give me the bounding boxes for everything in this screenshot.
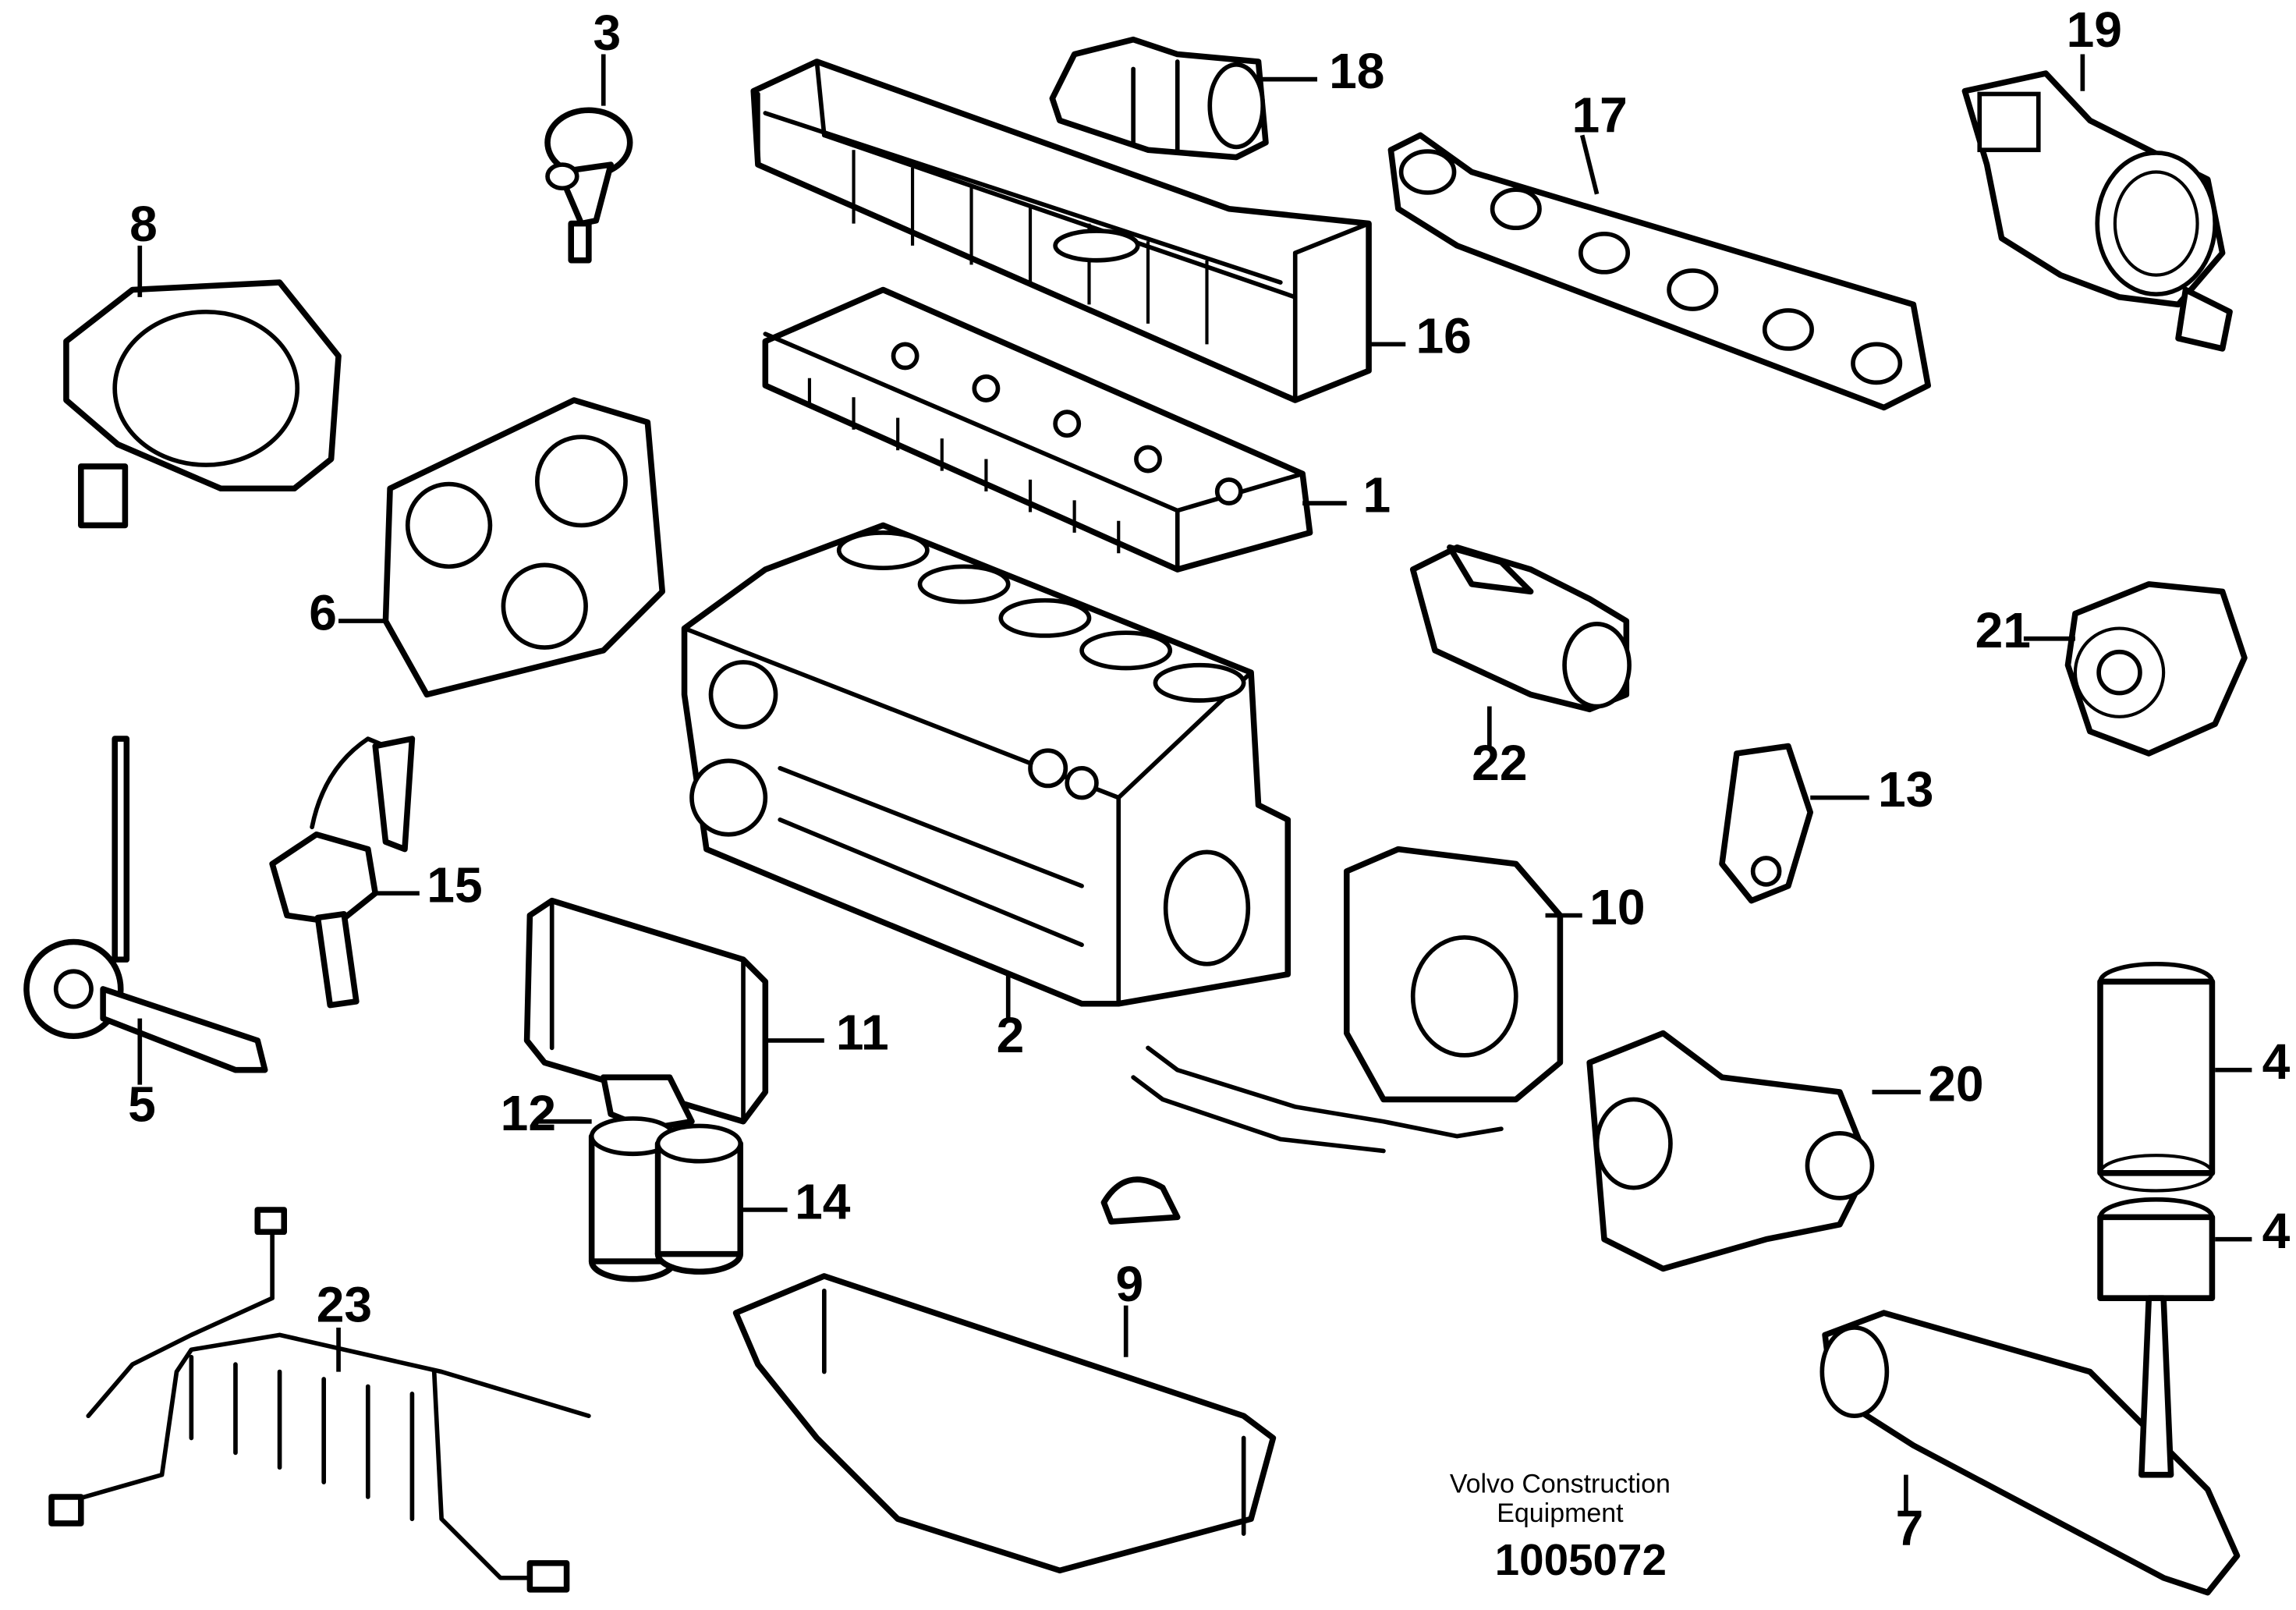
part-21-alternator <box>2064 581 2248 757</box>
callout-7: 7 <box>1896 1500 1924 1556</box>
callout-14: 14 <box>795 1173 851 1229</box>
part-15-unit-injector <box>269 736 416 1009</box>
callout-3: 3 <box>593 5 622 61</box>
part-1-cylinder-head <box>762 286 1313 573</box>
callout-12: 12 <box>501 1085 556 1141</box>
callout-labels: 1 2 3 4 4 5 6 7 8 9 10 11 12 13 14 15 16… <box>128 2 2290 1556</box>
part-23-wiring-harness <box>48 1207 591 1593</box>
part-10-housing <box>1343 846 1564 1103</box>
callout-6: 6 <box>309 584 337 640</box>
callout-22: 22 <box>1472 735 1527 791</box>
callout-2: 2 <box>997 1007 1025 1063</box>
part-6-timing-cover <box>382 397 666 698</box>
callout-13: 13 <box>1878 761 1933 817</box>
part-22-starter-motor <box>1409 544 1632 713</box>
callout-23: 23 <box>317 1276 372 1332</box>
part-oil-pickup-tube <box>1100 1045 1504 1225</box>
part-16-valve-cover <box>750 59 1372 403</box>
callout-8: 8 <box>129 196 158 252</box>
publisher-footer: Volvo Construction Equipment 1005072 <box>1450 1469 1671 1584</box>
callout-20: 20 <box>1928 1055 1983 1112</box>
callout-10: 10 <box>1589 879 1645 935</box>
part-2-engine-block <box>681 522 1292 1007</box>
callout-1: 1 <box>1363 466 1391 523</box>
part-20-water-pump <box>1586 1030 1875 1272</box>
publisher-name-line1: Volvo Construction <box>1450 1469 1671 1498</box>
part-11-oil-cooler <box>523 897 769 1132</box>
callout-5: 5 <box>128 1076 156 1133</box>
callout-9: 9 <box>1115 1256 1143 1312</box>
callout-19: 19 <box>2067 2 2122 58</box>
callout-11: 11 <box>836 1004 889 1060</box>
publisher-name-line2: Equipment <box>1497 1498 1624 1528</box>
document-number: 1005072 <box>1495 1535 1667 1584</box>
part-14-oil-filter <box>654 1123 744 1275</box>
part-5-camshaft <box>23 736 268 1073</box>
part-7-crankshaft <box>1819 1295 2241 1596</box>
callout-15: 15 <box>427 857 482 913</box>
callout-21: 21 <box>1975 602 2031 658</box>
part-12-oil-filter <box>588 1116 678 1282</box>
part-17-exhaust-manifold <box>1387 132 1931 411</box>
leader-lines <box>137 54 2252 1512</box>
part-13-bracket <box>1719 743 1814 904</box>
callout-18: 18 <box>1329 43 1384 99</box>
part-8-flywheel-housing <box>63 279 342 529</box>
callout-4-liner: 4 <box>2262 1034 2291 1090</box>
callout-4-piston: 4 <box>2262 1203 2291 1259</box>
callout-16: 16 <box>1416 308 1471 364</box>
part-3-sensor <box>544 107 633 264</box>
callout-17: 17 <box>1572 87 1628 144</box>
part-4-cylinder-liner <box>2097 961 2216 1193</box>
part-4-piston <box>2097 1197 2216 1301</box>
part-19-turbocharger <box>1961 70 2233 352</box>
part-9-oil-pan <box>732 1273 1277 1574</box>
part-18-thermostat-housing <box>1049 36 1269 161</box>
